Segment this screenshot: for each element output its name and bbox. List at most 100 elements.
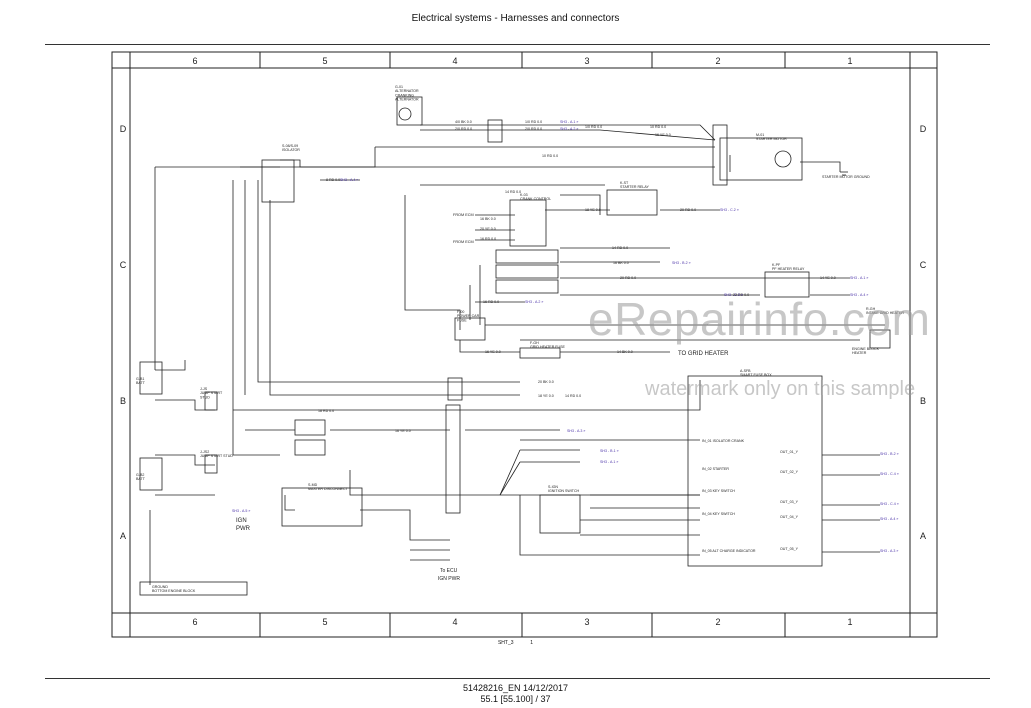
column-label-top: 1 <box>847 56 852 66</box>
diagram-frame <box>111 51 938 638</box>
ign-pwr-label: PWR <box>236 526 251 532</box>
wire-label: 8 RD 0.0 <box>326 178 340 182</box>
sheet-reference: SH3 - C.3 » <box>724 293 743 297</box>
wire-label: 16 YE 0.0 <box>655 133 671 137</box>
fuse-box-output-label: OUT_01_Y <box>780 450 799 454</box>
component-label-pf-heater-relay: PF HEATER RELAY <box>772 267 805 271</box>
to-ecu-label: IGN PWR <box>438 576 460 582</box>
component-label-starter-relay: K-ST <box>620 181 629 185</box>
wire-label: 20 YE 0.0 <box>480 227 496 231</box>
sheet-reference: SH3 - B.1 » <box>600 449 619 453</box>
component-label-isolator: S-08/S-09 <box>282 144 298 148</box>
column-label-bottom: 1 <box>847 617 852 627</box>
wire-label: 18 RD 0.0 <box>318 409 334 413</box>
row-label-left: D <box>120 124 127 134</box>
component-label-power-car: POWER CAR <box>457 314 480 318</box>
column-label-top: 2 <box>715 56 720 66</box>
watermark-sub: watermark only on this sample <box>645 378 916 400</box>
footer-rule <box>45 678 990 679</box>
wire-label: 4/0 BK 0.0 <box>455 120 472 124</box>
wire-label: 20 RD 0.0 <box>680 208 696 212</box>
sheet-reference: SH3 - A.1 » <box>560 120 578 124</box>
component-label-block-heater: HEATER <box>852 351 867 355</box>
component-label-starter-motor: STARTER MOTOR <box>756 137 787 141</box>
sheet-reference: SH3 - A.3 » <box>567 429 585 433</box>
sheet-reference: SH3 - A.4 » <box>850 293 868 297</box>
component-label-battery-upper: G-B1 <box>136 377 144 381</box>
component-label-starter-relay: STARTER RELAY <box>620 185 650 189</box>
sheet-reference: SH3 - A.2 » <box>560 127 578 131</box>
wire-label: 14 RD 0.0 <box>565 394 581 398</box>
component-label-ground: BOTTOM ENGINE BLOCK <box>152 589 196 593</box>
column-label-top: 3 <box>584 56 589 66</box>
component-label-block-heater: ENGINE BLOCK <box>852 347 880 351</box>
wire-label: 16 BK 0.0 <box>613 261 629 265</box>
fuse-box-output-label: OUT_03_Y <box>780 500 799 504</box>
fuse-box-output-label: OUT_04_Y <box>780 515 799 519</box>
wire-label: 20 RD 0.0 <box>620 276 636 280</box>
sheet-reference: SH3 - A.2 » <box>525 300 543 304</box>
component-label-ignition-switch: IGNITION SWITCH <box>548 489 580 493</box>
to-grid-heater-label: TO GRID HEATER <box>678 351 729 357</box>
component-label-jump-start-lower: J-JS2 <box>200 450 209 454</box>
component-label-ignition-switch: S-IGN <box>548 485 558 489</box>
component-label-jump-start-upper: J-JS <box>200 387 208 391</box>
sheet-reference: SH3 - B.2 » <box>672 261 691 265</box>
component-label-ground: GROUND <box>152 585 168 589</box>
row-label-left: A <box>120 531 126 541</box>
fuse-box-input-label: IN_01 ISOLATOR CRANK <box>702 439 745 443</box>
column-label-bottom: 2 <box>715 617 720 627</box>
component-label-power-car: F-00 <box>457 310 464 314</box>
component-label-grid-heater-fuse: F-GH <box>530 341 539 345</box>
row-label-right: D <box>920 124 927 134</box>
sheet-reference: SH3 - C.2 » <box>720 208 739 212</box>
component-label-battery-upper: BATT <box>136 381 146 385</box>
wire-label: 14 BK 0.0 <box>617 350 633 354</box>
wire-label: 1/0 RD 0.0 <box>525 120 542 124</box>
wire-label: 16 YE 0.0 <box>485 350 501 354</box>
watermark-main: eRepairinfo.com <box>588 293 931 345</box>
row-label-right: A <box>920 531 926 541</box>
component-label-crank-relay: CRANK CONTROL <box>520 197 551 201</box>
sheet-reference: SH3 - A.4 » <box>880 517 898 521</box>
component-label-alternator: ALTERNATOR <box>395 98 419 102</box>
column-label-top: 4 <box>452 56 457 66</box>
component-label-alternator: G-01 <box>395 85 403 89</box>
wire-label: 10 RD 0.0 <box>650 125 666 129</box>
wire-label: 1/0 RD 0.0 <box>585 125 602 129</box>
fuse-box-input-label: IN_04 KEY SWITCH <box>702 512 735 516</box>
sheet-reference: SH3 - A.3 » <box>880 549 898 553</box>
wire-label: 14 RD 0.0 <box>505 190 521 194</box>
ign-pwr-label: IGN <box>236 518 247 524</box>
wire-label: 14 RD 0.0 <box>612 246 628 250</box>
row-label-right: C <box>920 260 927 270</box>
wire-label: 2/0 RD 0.0 <box>525 127 542 131</box>
component-boxes <box>139 96 891 596</box>
wire-label: 16 RD 0.0 <box>480 237 496 241</box>
from-ecm-label: FROM ECM <box>453 240 474 244</box>
component-label-pf-heater-relay: K-PF <box>772 263 781 267</box>
row-label-left: B <box>120 396 126 406</box>
component-label-starter-motor: M-01 <box>756 133 764 137</box>
column-label-bottom: 3 <box>584 617 589 627</box>
footer-sheet-no: 1 <box>530 640 534 646</box>
component-label-grid-heater-fuse: GRID HEATER FUSE <box>530 345 565 349</box>
fuse-box-input-label: IN_05 ALT CHARGE INDICATOR <box>702 549 756 553</box>
sheet-reference: SH3 - C.4 » <box>880 472 899 476</box>
component-label-battery-lower: BATT <box>136 477 146 481</box>
component-label-jump-start-upper: STUD <box>200 395 210 399</box>
component-label-crank-relay: K-03 <box>520 193 528 197</box>
fuse-box-input-label: IN_02 STARTER <box>702 467 729 471</box>
wire-label: 10 RD 0.0 <box>542 154 558 158</box>
component-label-starter-ground: STARTER MOTOR GROUND <box>822 175 870 179</box>
to-ecu-label: To ECU <box>440 568 458 574</box>
fuse-box-output-label: OUT_05_Y <box>780 547 799 551</box>
wire-label: 18 YE 0.0 <box>585 208 601 212</box>
sheet-reference: SH3 - A.5 » <box>232 509 250 513</box>
wire-label: 16 RD 0.0 <box>483 300 499 304</box>
component-label-alternator: ALTERNATOR <box>395 89 419 93</box>
component-label-power-car: FUSE <box>457 318 467 322</box>
sheet-reference: SH3 - A.1 » <box>600 460 618 464</box>
